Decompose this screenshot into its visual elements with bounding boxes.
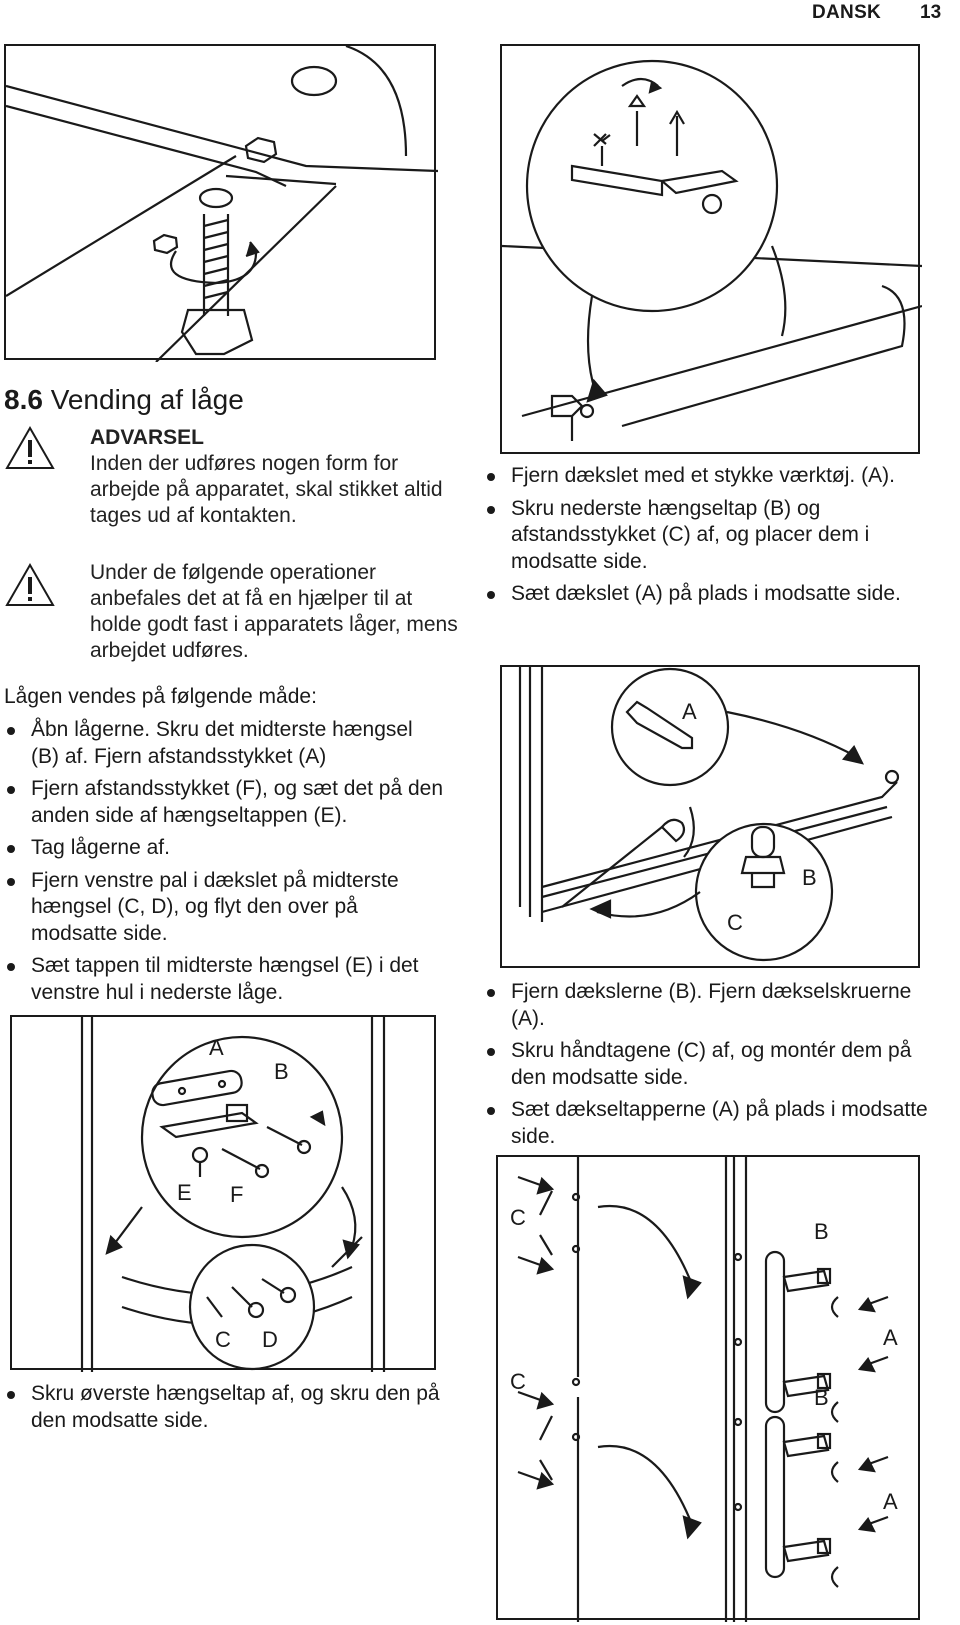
warning-block-2: Under de følgende operationer anbefales … xyxy=(4,560,464,670)
label-B: B xyxy=(802,865,817,890)
right-steps-list-2: Fjern dækslerne (B). Fjern dækselskruern… xyxy=(484,979,934,1156)
label-A: A xyxy=(883,1489,898,1514)
figure-handles: C B A C B A xyxy=(496,1155,920,1622)
steps-intro: Lågen vendes på følgende måde: xyxy=(4,685,317,708)
list-item: Tag lågerne af. xyxy=(4,835,444,862)
label-B: B xyxy=(274,1059,289,1084)
label-C: C xyxy=(215,1327,231,1352)
label-A: A xyxy=(883,1325,898,1350)
warning-body-1: Inden der udføres nogen form for arbejde… xyxy=(90,452,443,527)
page-number: 13 xyxy=(920,2,942,23)
warning-text-1: ADVARSEL Inden der udføres nogen form fo… xyxy=(90,425,460,529)
warning-body-2: Under de følgende operationer anbefales … xyxy=(90,561,458,662)
list-item: Fjern afstandsstykket (F), og sæt det på… xyxy=(4,776,444,829)
section-title: 8.6 Vending af låge xyxy=(4,384,244,416)
list-item: Åbn lågerne. Skru det midterste hængsel … xyxy=(4,717,444,770)
list-item: Skru nederste hængseltap (B) og afstands… xyxy=(484,496,929,576)
label-C: C xyxy=(510,1205,526,1230)
list-item: Sæt dækslet (A) på plads i modsatte side… xyxy=(484,581,929,608)
left-bottom-steps-list: Skru øverste hængseltap af, og skru den … xyxy=(4,1381,444,1440)
label-C: C xyxy=(510,1369,526,1394)
list-item: Fjern dækslerne (B). Fjern dækselskruern… xyxy=(484,979,934,1032)
section-number: 8.6 xyxy=(4,384,43,415)
list-item: Sæt dækseltapperne (A) på plads i modsat… xyxy=(484,1097,934,1150)
label-A: A xyxy=(682,699,697,724)
top-hinge-illustration xyxy=(502,59,922,441)
list-item: Fjern dækslet med et stykke værktøj. (A)… xyxy=(484,463,929,490)
left-steps-list: Åbn lågerne. Skru det midterste hængsel … xyxy=(4,717,444,1012)
figure-bottom-cover: A B C xyxy=(500,665,920,968)
list-item: Fjern venstre pal i dækslet på midterste… xyxy=(4,868,444,948)
warning-text-2: Under de følgende operationer anbefales … xyxy=(90,560,460,664)
right-steps-list-1: Fjern dækslet med et stykke værktøj. (A)… xyxy=(484,463,929,614)
label-C: C xyxy=(727,910,743,935)
list-item: Skru øverste hængseltap af, og skru den … xyxy=(4,1381,444,1434)
list-item: Skru håndtagene (C) af, og montér dem på… xyxy=(484,1038,934,1091)
label-E: E xyxy=(177,1180,192,1205)
warning-title: ADVARSEL xyxy=(90,426,204,449)
label-D: D xyxy=(262,1327,278,1352)
header-language: DANSK xyxy=(812,2,882,23)
foot-screw-illustration xyxy=(6,46,438,362)
figure-top-hinge xyxy=(500,44,922,454)
label-F: F xyxy=(230,1182,243,1207)
list-item: Sæt tappen til midterste hængsel (E) i d… xyxy=(4,953,444,1006)
figure-foot-screw xyxy=(4,44,438,362)
bottom-cover-illustration: A B C xyxy=(518,667,900,962)
label-A: A xyxy=(209,1035,224,1060)
warning-triangle-icon xyxy=(5,562,55,606)
label-B: B xyxy=(814,1219,829,1244)
warning-triangle-icon xyxy=(5,425,55,469)
label-B: B xyxy=(814,1385,829,1410)
warning-block-1: ADVARSEL Inden der udføres nogen form fo… xyxy=(4,425,464,537)
middle-hinge-illustration: A B E F C D xyxy=(80,1017,386,1372)
figure-middle-hinge: A B E F C D xyxy=(10,1015,436,1372)
section-title-text: Vending af låge xyxy=(50,384,244,415)
handles-illustration: C B A C B A xyxy=(510,1157,898,1622)
